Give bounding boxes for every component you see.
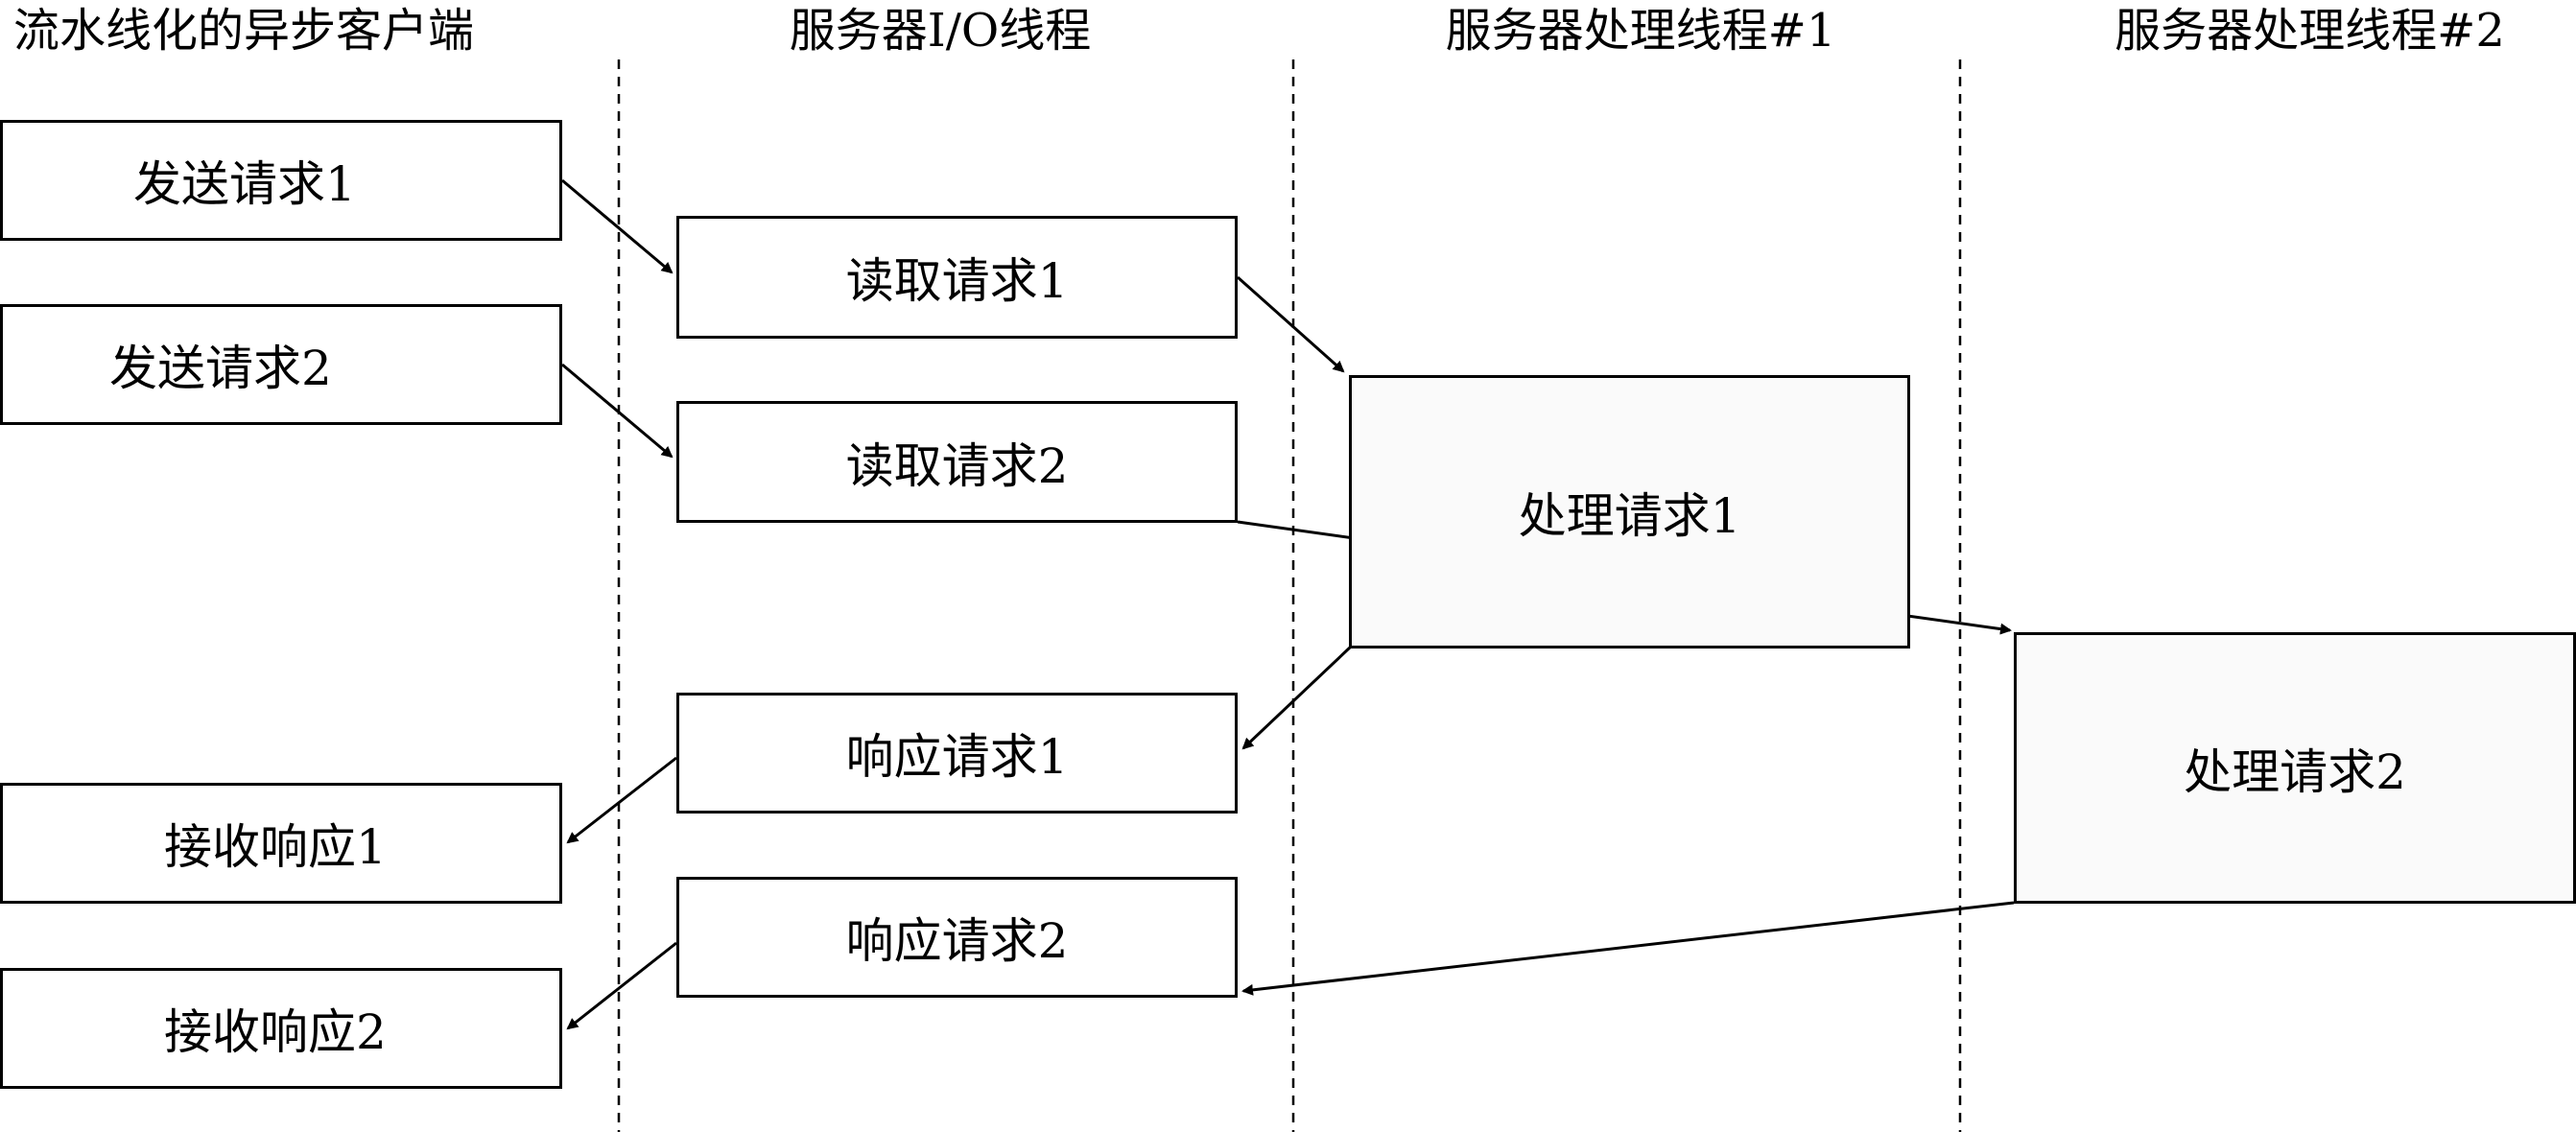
respond-request-1-box: 响应请求1 bbox=[676, 693, 1238, 814]
arrow-process2-to-resp2 bbox=[1241, 901, 2015, 996]
lane-title-io-thread: 服务器I/O线程 bbox=[789, 4, 1092, 58]
read-request-1-box: 读取请求1 bbox=[676, 216, 1238, 339]
send-request-2-box: 发送请求2 bbox=[0, 304, 562, 425]
lane-title-client: 流水线化的异步客户端 bbox=[13, 4, 475, 58]
process-request-2-box: 处理请求2 bbox=[2014, 632, 2576, 904]
arrow-resp2-to-recv2 bbox=[566, 941, 677, 1030]
lane-title-worker-2: 服务器处理线程#2 bbox=[2115, 4, 2505, 58]
send-request-1-box: 发送请求1 bbox=[0, 120, 562, 241]
read-request-2-box: 读取请求2 bbox=[676, 401, 1238, 523]
arrow-read1-to-process1 bbox=[1237, 275, 1345, 373]
lane-title-worker-1: 服务器处理线程#1 bbox=[1445, 4, 1836, 58]
receive-response-1-box: 接收响应1 bbox=[0, 783, 562, 904]
arrow-process1-to-resp1 bbox=[1241, 646, 1352, 750]
receive-response-2-box: 接收响应2 bbox=[0, 968, 562, 1089]
respond-request-2-box: 响应请求2 bbox=[676, 877, 1238, 998]
arrow-send1-to-read1 bbox=[561, 178, 674, 274]
arrow-resp1-to-recv1 bbox=[566, 756, 677, 844]
process-request-1-box: 处理请求1 bbox=[1349, 375, 1910, 649]
arrow-send2-to-read2 bbox=[561, 363, 674, 459]
